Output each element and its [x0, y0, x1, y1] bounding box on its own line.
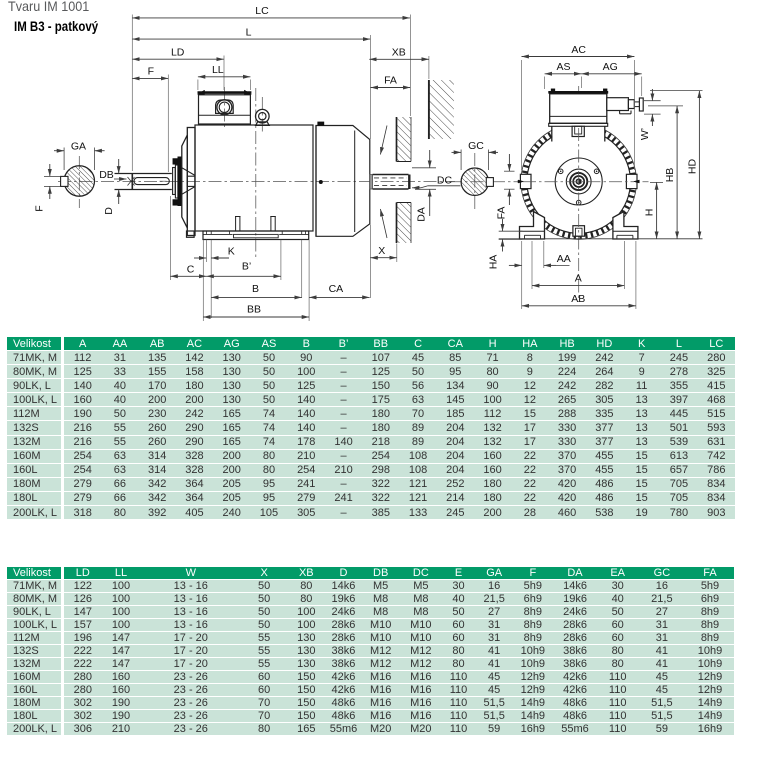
svg-text:K: K [228, 245, 235, 257]
svg-text:AB: AB [571, 293, 585, 305]
svg-text:AC: AC [571, 44, 586, 56]
svg-text:HD: HD [687, 159, 699, 175]
svg-text:H: H [644, 209, 656, 217]
svg-text:LL: LL [212, 64, 224, 76]
svg-text:W’: W’ [639, 128, 651, 140]
svg-text:F: F [148, 65, 154, 77]
svg-text:FA: FA [496, 207, 508, 220]
svg-text:DA: DA [416, 207, 428, 222]
svg-text:X: X [378, 245, 385, 257]
svg-text:HA: HA [488, 255, 500, 270]
svg-text:GC: GC [468, 140, 484, 152]
svg-text:AA: AA [557, 253, 571, 265]
svg-text:BB: BB [247, 304, 261, 316]
svg-text:CA: CA [329, 283, 344, 295]
svg-text:DB: DB [99, 169, 114, 181]
svg-text:GA: GA [71, 140, 86, 152]
svg-text:D: D [103, 207, 115, 215]
svg-text:FA: FA [384, 74, 397, 86]
svg-text:LD: LD [171, 46, 185, 58]
svg-text:AS: AS [556, 61, 570, 73]
svg-text:A: A [575, 273, 582, 285]
svg-text:AG: AG [603, 61, 618, 73]
svg-text:B’: B’ [242, 260, 251, 272]
svg-text:HB: HB [664, 168, 676, 183]
svg-text:L: L [246, 26, 252, 38]
svg-text:XB: XB [392, 46, 406, 58]
svg-text:DC: DC [437, 174, 453, 186]
svg-text:B: B [252, 283, 259, 295]
svg-text:C: C [187, 263, 195, 275]
svg-text:LC: LC [255, 5, 269, 17]
svg-text:F: F [34, 205, 46, 211]
